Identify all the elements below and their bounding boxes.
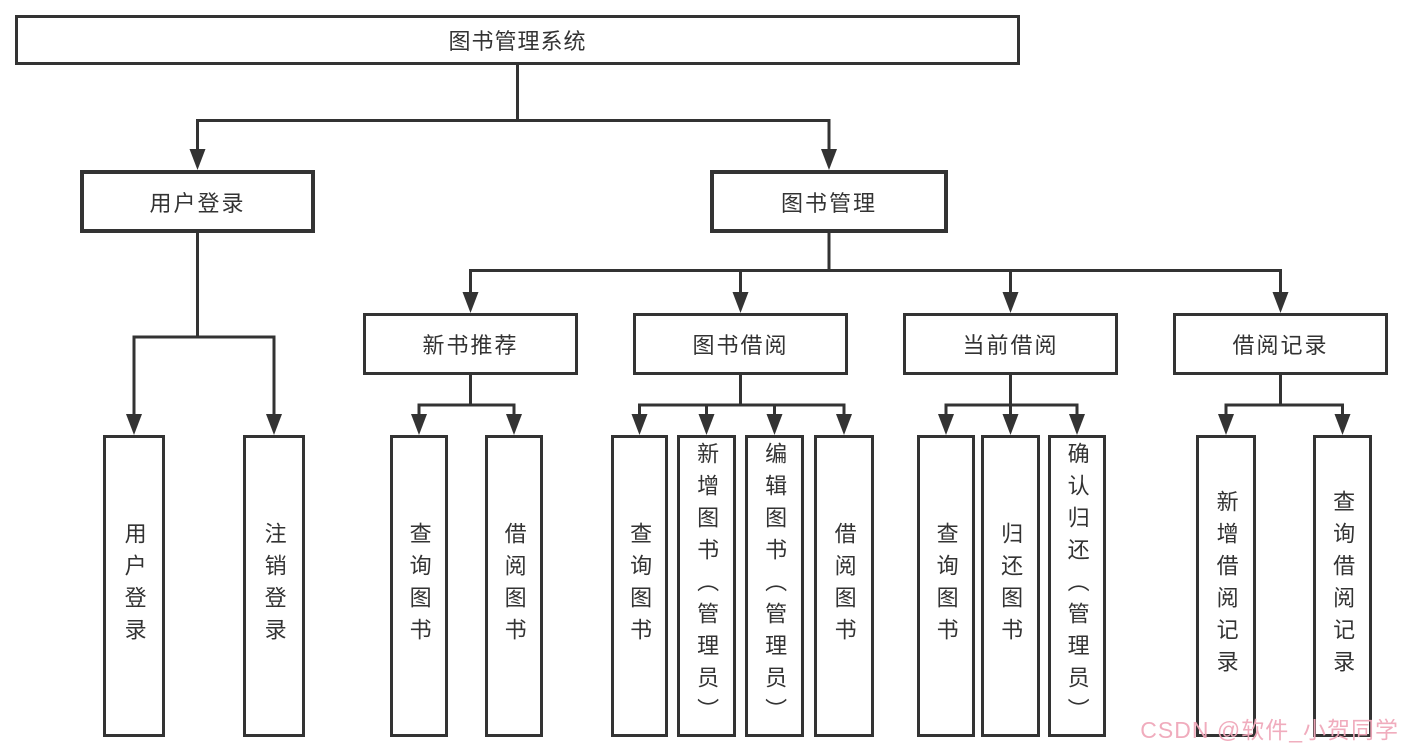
node-label: 当前借阅 xyxy=(962,333,1059,358)
leaf-label: 新增借阅记录 xyxy=(1213,490,1239,682)
node-label: 图书管理系统 xyxy=(448,29,587,54)
node-borrow-records: 借阅记录 xyxy=(1173,313,1388,375)
arrowheads xyxy=(126,149,1351,435)
node-label: 图书管理 xyxy=(780,190,877,216)
leaf-label: 用户登录 xyxy=(121,522,147,650)
csdn-watermark: CSDN @软件_小贺同学 xyxy=(1140,717,1399,743)
node-label: 图书借阅 xyxy=(692,333,789,358)
node-current-borrow: 当前借阅 xyxy=(903,313,1118,375)
node-new-book-recommend: 新书推荐 xyxy=(363,313,578,375)
node-book-borrow: 图书借阅 xyxy=(633,313,848,375)
leaf-confirm-return-admin: 确认归还（管理员） xyxy=(1048,435,1106,737)
leaf-return-books: 归还图书 xyxy=(981,435,1040,737)
leaf-user-login: 用户登录 xyxy=(103,435,165,737)
leaf-borrow-books-borrow: 借阅图书 xyxy=(814,435,874,737)
leaf-label: 借阅图书 xyxy=(501,522,527,650)
connector-strokes xyxy=(132,65,1344,415)
leaf-add-borrow-record: 新增借阅记录 xyxy=(1196,435,1256,737)
node-user-login: 用户登录 xyxy=(80,170,315,233)
leaf-label: 查询图书 xyxy=(933,522,959,650)
node-book-management: 图书管理 xyxy=(710,170,948,233)
leaf-query-books-newbook: 查询图书 xyxy=(390,435,448,737)
leaf-label: 查询图书 xyxy=(627,522,653,650)
leaf-label: 新增图书（管理员） xyxy=(694,442,720,730)
leaf-label: 确认归还（管理员） xyxy=(1064,442,1090,730)
leaf-label: 归还图书 xyxy=(998,522,1024,650)
leaf-query-books-current: 查询图书 xyxy=(917,435,975,737)
leaf-label: 借阅图书 xyxy=(831,522,857,650)
leaf-label: 注销登录 xyxy=(261,522,287,650)
leaf-borrow-books-newbook: 借阅图书 xyxy=(485,435,543,737)
node-label: 用户登录 xyxy=(149,190,246,216)
leaf-label: 查询图书 xyxy=(406,522,432,650)
leaf-logout: 注销登录 xyxy=(243,435,305,737)
leaf-add-book-admin: 新增图书（管理员） xyxy=(677,435,736,737)
leaf-label: 查询借阅记录 xyxy=(1330,490,1356,682)
leaf-label: 编辑图书（管理员） xyxy=(762,442,788,730)
node-label: 借阅记录 xyxy=(1232,333,1329,358)
leaf-edit-book-admin: 编辑图书（管理员） xyxy=(745,435,804,737)
node-label: 新书推荐 xyxy=(422,333,519,358)
node-library-system: 图书管理系统 xyxy=(15,15,1020,65)
leaf-query-borrow-record: 查询借阅记录 xyxy=(1313,435,1372,737)
leaf-query-books-borrow: 查询图书 xyxy=(611,435,668,737)
